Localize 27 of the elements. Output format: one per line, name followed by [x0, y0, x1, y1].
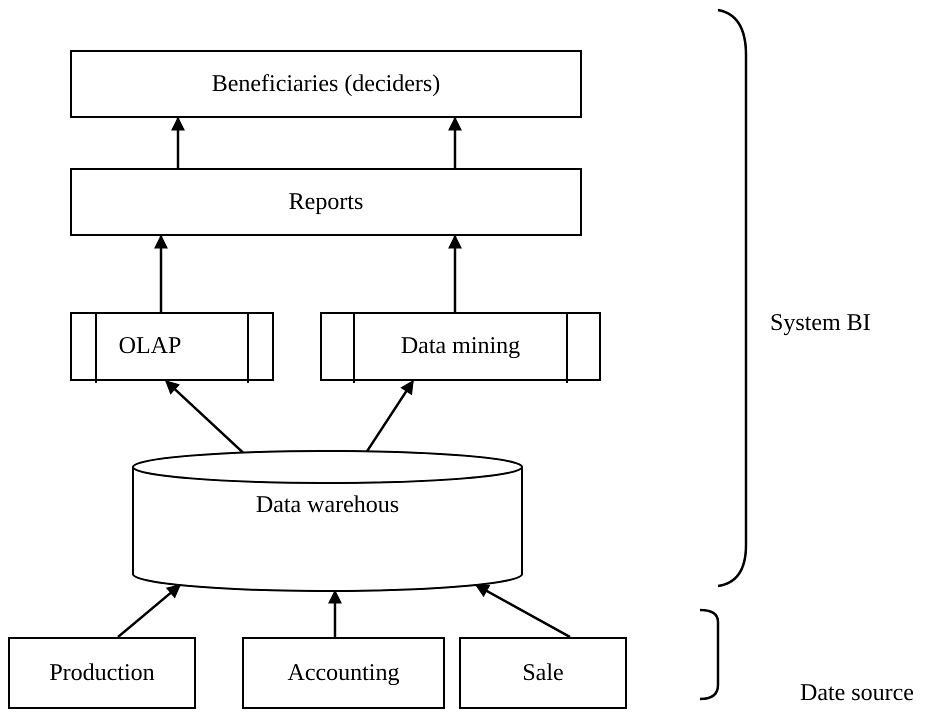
node-label: Reports — [288, 188, 364, 216]
arrow — [154, 234, 168, 312]
arrow — [328, 590, 342, 637]
arrow — [117, 584, 182, 638]
node-label: Data warehous — [256, 492, 400, 519]
node-label: Accounting — [288, 660, 400, 686]
predefined-process-box — [70, 312, 274, 381]
node-label: Data mining — [400, 333, 520, 360]
process-box — [8, 637, 196, 709]
process-box — [242, 637, 445, 709]
arrow — [164, 380, 244, 454]
node-label: OLAP — [118, 333, 182, 360]
arrow — [448, 116, 462, 168]
arrow — [448, 234, 462, 312]
node-label: Production — [49, 660, 155, 686]
node-label: Beneficiaries (deciders) — [212, 70, 440, 98]
predefined-process-box — [320, 312, 601, 381]
process-box — [459, 637, 627, 709]
arrow — [474, 584, 571, 638]
bracket-label: Date source — [800, 680, 914, 707]
database-cylinder — [132, 450, 523, 592]
process-box — [70, 168, 582, 236]
arrow — [171, 116, 185, 168]
arrow — [366, 380, 414, 452]
bracket-label: System BI — [770, 310, 871, 337]
node-label: Sale — [522, 660, 564, 686]
process-box — [70, 50, 582, 118]
